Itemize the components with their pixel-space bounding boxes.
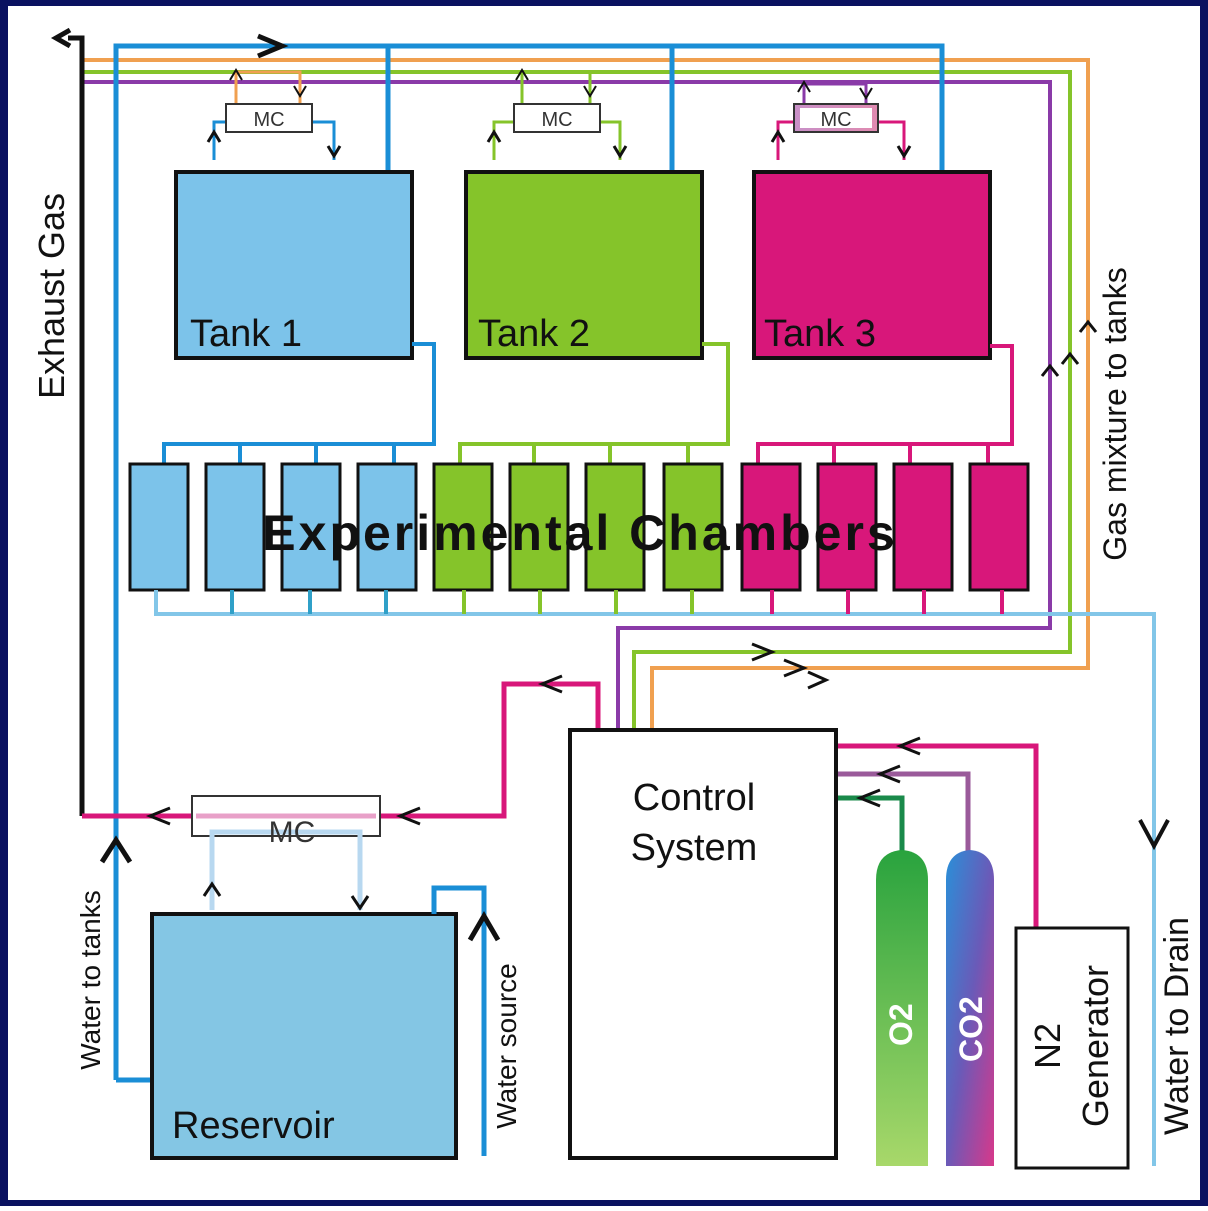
chamber — [740, 462, 802, 592]
tank1-label: Tank 1 — [190, 313, 302, 355]
flow-arrow-icon — [145, 806, 171, 826]
gas-mixture-arrows-icon — [1040, 319, 1098, 377]
orange-gas-line — [82, 58, 1090, 728]
tank3-label: Tank 3 — [764, 313, 876, 355]
water-source-line — [431, 885, 487, 1156]
co2-label: CO2 — [953, 996, 989, 1062]
chamber — [508, 462, 570, 592]
exhaust-return-line — [82, 681, 601, 819]
water-supply-lines — [113, 43, 945, 1083]
water-to-drain-label: Water to Drain — [1158, 917, 1196, 1135]
chamber — [968, 462, 1030, 592]
drain-arrow-icon — [1138, 819, 1170, 851]
tank-to-chamber-lines — [162, 342, 1014, 464]
n2-label-line1: N2 — [1027, 1023, 1068, 1069]
n2-generator-box — [1014, 926, 1130, 1170]
chamber — [204, 462, 266, 592]
mc-label: MC — [253, 109, 284, 131]
exhaust-gas-label: Exhaust Gas — [31, 193, 72, 399]
mc-tank3: MC — [770, 80, 912, 160]
mc-label: MC — [541, 109, 572, 131]
water-to-tanks-arrow-icon — [99, 835, 133, 864]
chamber — [128, 462, 190, 592]
water-source-label: Water source — [491, 963, 522, 1128]
reservoir — [150, 912, 458, 1160]
control-system-box — [568, 728, 838, 1160]
o2-label: O2 — [883, 1003, 919, 1046]
chamber — [356, 462, 418, 592]
tank3 — [752, 170, 992, 360]
mc-tank1: MC — [206, 68, 342, 160]
experimental-chambers — [128, 462, 1030, 592]
tank2 — [464, 170, 704, 360]
gas-mixture-label: Gas mixture to tanks — [1097, 267, 1133, 560]
chambers-label: Experimental Chambers — [262, 505, 897, 561]
chamber — [662, 462, 724, 592]
tank2-label: Tank 2 — [478, 313, 590, 355]
chamber-drain-lines — [154, 590, 1156, 1166]
control-label-line2: System — [631, 827, 758, 869]
chamber — [816, 462, 878, 592]
mc-reservoir: MC — [191, 795, 381, 911]
water-to-tanks-label: Water to tanks — [75, 890, 106, 1069]
flow-arrow-icon — [537, 674, 563, 694]
flow-arrow-icon — [395, 806, 421, 826]
exhaust-arrow-icon — [50, 27, 72, 49]
o2-cylinder — [876, 850, 928, 1166]
mc-tank2: MC — [486, 68, 628, 160]
gas-manifold-lines — [82, 58, 1090, 728]
water-source-arrow-icon — [467, 911, 501, 942]
tank1 — [174, 170, 414, 360]
reservoir-label: Reservoir — [172, 1105, 335, 1147]
chamber — [892, 462, 954, 592]
chamber — [280, 462, 342, 592]
n2-label-line2: Generator — [1075, 965, 1116, 1127]
mc-label: MC — [269, 816, 316, 849]
mc-label: MC — [820, 109, 851, 131]
water-supply-header — [113, 43, 945, 1080]
gas-flow-arrows-icon — [855, 736, 921, 808]
co2-cylinder — [946, 850, 994, 1166]
control-label-line1: Control — [633, 777, 756, 819]
green-gas-line — [82, 70, 1072, 728]
flow-arrow-icon — [257, 33, 289, 59]
gas-flow-arrows-icon — [751, 642, 830, 690]
exhaust-line — [68, 35, 85, 816]
purple-gas-line — [82, 80, 1052, 728]
